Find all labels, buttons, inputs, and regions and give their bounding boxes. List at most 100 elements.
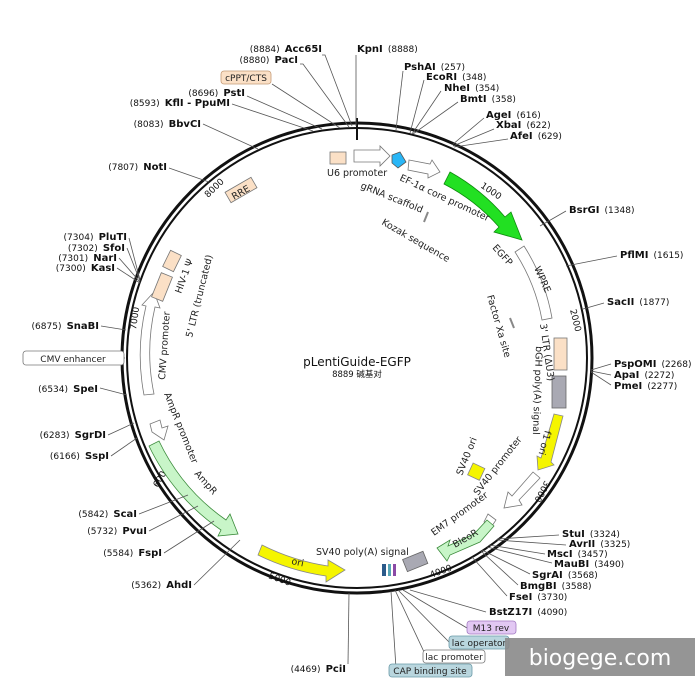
leader-fspi [163,520,215,554]
label-u6-promoter: U6 promoter [327,168,387,179]
site-avrii: AvrII (3325) [569,532,630,551]
leader-afei [453,138,509,148]
leader-bstz17i [409,589,487,613]
leader-paci [300,63,350,128]
site-leader-lines [99,54,618,669]
leader-bsrgi [539,210,567,227]
leader-kfli [231,103,314,132]
leader-m13 [402,589,468,629]
site-acc65i: (8884) Acc65I [250,37,322,56]
leader-ecori [409,79,425,134]
site-sgrai: SgrAI (3568) [532,563,598,582]
label-egfp: EGFP [490,243,515,269]
feature-5ltr-box [151,272,173,302]
leader-spei [99,387,128,396]
box-cap-binding [388,663,473,678]
leader-avrii [496,539,567,546]
leader-xbai [452,128,495,147]
site-bmgbi: BmgBI (3588) [520,574,592,593]
leader-sgrdi [107,422,135,436]
site-paci: (8880) PacI [240,48,299,67]
feature-u6-box [329,151,347,165]
features-layer [139,145,568,583]
site-msci: MscI (3457) [547,542,608,561]
site-afei: AfeI (629) [510,124,562,143]
site-pcii: (4469) PciI [291,657,346,676]
site-maubi: MauBI (3490) [554,552,624,571]
box-label-lac-operator: lac operator [452,639,507,649]
leader-pluti [128,237,141,281]
leader-nari [118,257,141,283]
leader-lac-promoter [394,589,426,655]
site-sacii: SacII (1877) [607,290,669,309]
label-cmv-promoter: CMV promoter [157,311,173,380]
feature-factor-xa-mark [509,317,515,329]
site-kasi: (7300) KasI [56,256,115,275]
ring-number-5000: 5000 [267,571,292,588]
site-pluti: (7304) PluTI [64,225,127,244]
feature-cap-mark [393,564,396,576]
leader-apai [590,370,612,376]
label-bgh-polya: bGH poly(A) signal [530,346,544,435]
leader-sspi [110,437,138,457]
box-label-cmv-enhancer: CMV enhancer [40,355,106,365]
site-stui: StuI (3324) [562,522,620,541]
leader-sacii [582,302,605,310]
site-pvui: (5732) PvuI [87,519,147,538]
feature-bgh-polya-box [551,375,567,409]
site-pmei: PmeI (2277) [614,374,677,393]
site-ecori: EcoRI (348) [426,65,486,84]
watermark-text: biogege.com [529,646,672,671]
box-lac-promoter [422,649,486,664]
feature-cmv-promoter-arrow [139,291,161,396]
leader-stui [496,534,560,540]
leader-noti [168,167,210,183]
site-noti: (7807) NotI [108,155,167,174]
site-ahdi: (5362) AhdI [131,573,192,592]
feature-lac-mark [388,564,391,576]
feature-ef1a-arrow [407,159,441,179]
leader-bmgbi [480,550,519,586]
site-sgrdi: (6283) SgrDI [40,423,106,442]
leader-pflmi [565,255,618,267]
leader-ahdi [193,539,241,586]
site-apai: ApaI (2272) [614,363,674,382]
box-label-m13-rev: M13 rev [473,624,510,634]
box-label-lac-promoter: lac promoter [425,653,483,663]
leader-maubi [486,546,553,564]
leader-cppt [271,83,341,129]
site-agei: AgeI (616) [486,103,541,122]
feature-kozak-mark [423,211,429,223]
site-bstz17i: BstZ17I (4090) [489,600,567,619]
leader-pcii [347,592,350,665]
site-pshai: PshAI (257) [404,55,465,74]
site-sspi: (6166) SspI [50,444,109,463]
site-nari: (7301) NarI [58,246,117,265]
leader-acc65i [322,54,353,127]
leader-pmei [590,371,612,386]
ring-number-2000: 2000 [567,308,582,333]
leader-msci [488,544,546,555]
feature-u6-promoter-arrow [353,145,391,167]
feature-grna-scaffold-arrow [391,151,407,169]
leader-pshai [395,70,404,131]
label-kozak: Kozak sequence [380,217,452,265]
leader-agei [451,117,485,146]
leader-sgrai [481,549,531,575]
feature-egfp-arrow [443,171,523,241]
site-kpni: KpnI (8888) [357,37,418,56]
ring-number-7000: 7000 [129,306,142,330]
site-bmti: BmtI (358) [460,87,516,106]
box-label-cap-binding: CAP binding site [393,667,467,677]
label-factor-xa: Factor Xa site [484,294,512,359]
plasmid-length: 8889 碱基对 [332,369,382,380]
site-psti: (8696) PstI [188,81,245,100]
box-label-cppt-cts: cPPT/CTS [225,74,267,84]
site-scai: (5842) ScaI [78,502,137,521]
feature-bleor-arrow [436,519,495,562]
leader-nhei [411,90,442,135]
site-sfoi: (7302) SfoI [68,236,125,255]
leader-pspomi [590,363,612,371]
feature-ori-arrow [257,544,346,583]
